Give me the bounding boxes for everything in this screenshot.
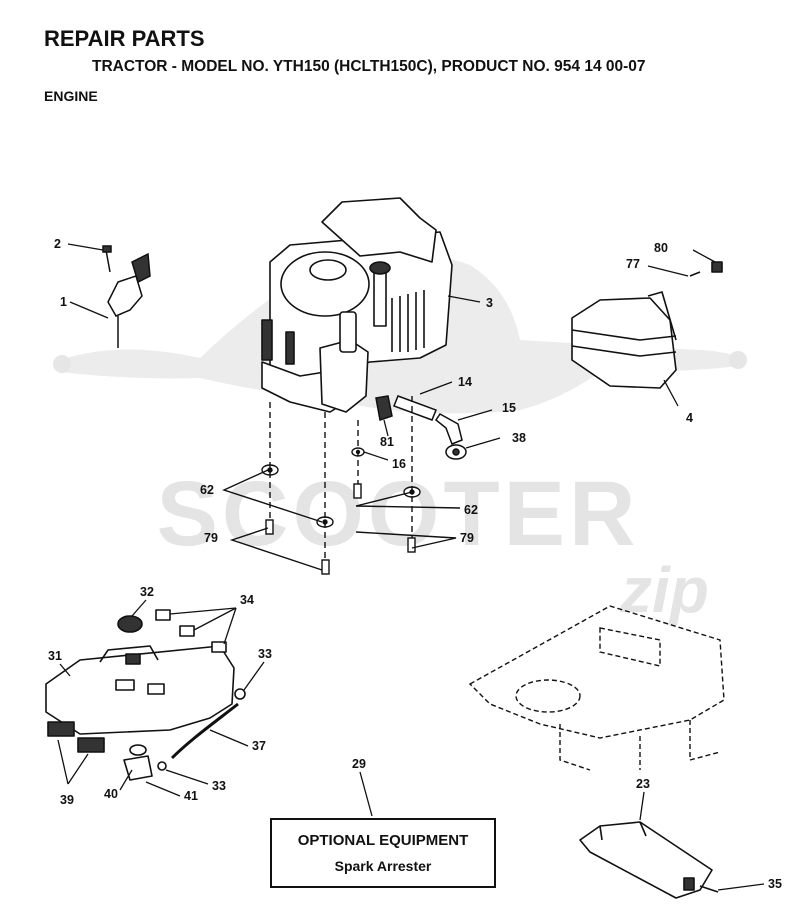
callout-32: 32 <box>140 585 154 599</box>
callout-80: 80 <box>654 241 668 255</box>
callout-3: 3 <box>486 296 493 310</box>
cooling-fins <box>391 290 425 352</box>
callout-14: 14 <box>458 375 472 389</box>
watermark-script: zip <box>619 554 709 626</box>
callout-81: 81 <box>380 435 394 449</box>
callout-15: 15 <box>502 401 516 415</box>
muffler <box>571 261 723 389</box>
throttle-control <box>102 245 151 348</box>
page-title: REPAIR PARTS <box>44 26 205 51</box>
air-cleaner <box>45 609 246 781</box>
callout-37: 37 <box>252 739 266 753</box>
callout-41: 41 <box>184 789 198 803</box>
callout-16: 16 <box>392 457 406 471</box>
callout-4: 4 <box>686 411 693 425</box>
callout-1: 1 <box>60 295 67 309</box>
callout-38: 38 <box>512 431 526 445</box>
callout-62-right: 62 <box>464 503 478 517</box>
callout-33-top: 33 <box>258 647 272 661</box>
callout-77: 77 <box>626 257 640 271</box>
callout-40: 40 <box>104 787 118 801</box>
callout-2: 2 <box>54 237 61 251</box>
watermark-brand: SCOOTER <box>157 463 640 565</box>
skid-plate <box>579 821 719 899</box>
callout-79-left: 79 <box>204 531 218 545</box>
callout-34: 34 <box>240 593 254 607</box>
callout-29: 29 <box>352 757 366 771</box>
callout-33-bottom: 33 <box>212 779 226 793</box>
engine-top-cover <box>321 197 437 263</box>
callout-62-left: 62 <box>200 483 214 497</box>
leader-lines <box>57 243 765 891</box>
callout-labels: 1 2 3 4 14 15 16 23 29 31 32 33 33 34 35… <box>48 237 782 891</box>
grouping-lines <box>222 469 461 571</box>
callout-39: 39 <box>60 793 74 807</box>
flywheel-grille <box>280 251 370 317</box>
engine-assembly <box>261 197 453 413</box>
callout-23: 23 <box>636 777 650 791</box>
callout-31: 31 <box>48 649 62 663</box>
optional-equipment-item: Spark Arrester <box>334 858 432 874</box>
exhaust-parts <box>375 395 467 460</box>
optional-equipment-title: OPTIONAL EQUIPMENT <box>297 832 469 849</box>
optional-equipment-box: OPTIONAL EQUIPMENT Spark Arrester <box>270 818 496 888</box>
tractor-frame <box>468 605 725 771</box>
callout-79-right: 79 <box>460 531 474 545</box>
dipstick-tube <box>373 267 387 327</box>
callout-35: 35 <box>768 877 782 891</box>
section-title: ENGINE <box>44 88 98 104</box>
model-subtitle: TRACTOR - MODEL NO. YTH150 (HCLTH150C), … <box>92 58 646 75</box>
